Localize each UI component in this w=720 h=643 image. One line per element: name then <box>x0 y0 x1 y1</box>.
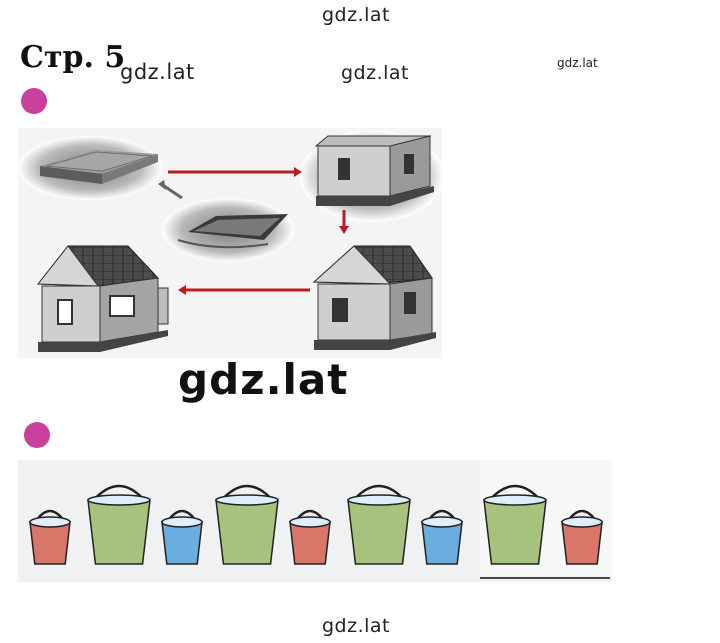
exercise-1-bullet <box>21 88 47 114</box>
walls-with-windows <box>300 130 442 222</box>
bucket-body <box>561 521 603 565</box>
bucket-rim <box>161 516 203 528</box>
bucket-red-small <box>29 509 71 565</box>
dug-pit <box>162 198 294 262</box>
bucket-body <box>87 499 151 565</box>
bucket-body <box>347 499 411 565</box>
bucket-red-small <box>289 509 331 565</box>
bucket-blue-small <box>421 509 463 565</box>
bucket-green-large <box>483 484 547 565</box>
house-construction-illustration <box>18 128 442 358</box>
exercise-2-bullet <box>24 422 50 448</box>
page-title: Стр. 5 <box>20 40 126 75</box>
bucket-rim <box>421 516 463 528</box>
bucket-rim <box>29 516 71 528</box>
bucket-body <box>29 521 71 565</box>
bucket-blue-small <box>161 509 203 565</box>
bucket-rim <box>561 516 603 528</box>
arrow-walls-to-roof <box>339 210 349 234</box>
bucket-red-small <box>561 509 603 565</box>
bucket-rim <box>215 494 279 506</box>
bucket-pattern-illustration <box>18 460 612 582</box>
bucket-body <box>215 499 279 565</box>
house-with-roof <box>312 245 436 350</box>
bucket-green-large <box>347 484 411 565</box>
bucket-body <box>483 499 547 565</box>
arrow-slab-to-walls <box>168 167 302 177</box>
watermark-bottom: gdz.lat <box>322 615 391 637</box>
arrow-pit-to-slab <box>158 180 183 200</box>
watermark-big: gdz.lat <box>178 355 349 404</box>
bucket-body <box>421 521 463 565</box>
bucket-rim <box>289 516 331 528</box>
watermark-middle: gdz.lat <box>341 62 410 84</box>
finished-house-with-porch <box>36 245 169 352</box>
bucket-body <box>161 521 203 565</box>
bucket-rim <box>347 494 411 506</box>
bucket-body <box>289 521 331 565</box>
bucket-rim <box>87 494 151 506</box>
watermark-right: gdz.lat <box>557 56 598 70</box>
arrow-roof-to-finished <box>178 285 310 295</box>
bucket-green-large <box>215 484 279 565</box>
bucket-rim <box>483 494 547 506</box>
foundation-slab <box>18 136 162 200</box>
watermark-title: gdz.lat <box>120 60 195 84</box>
watermark-top: gdz.lat <box>322 4 391 26</box>
bucket-green-large <box>87 484 151 565</box>
